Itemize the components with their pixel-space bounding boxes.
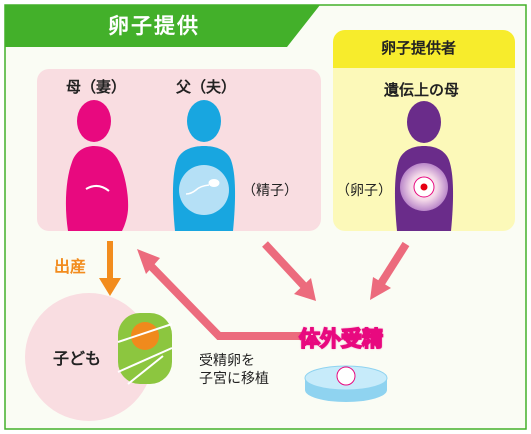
egg-arrowhead xyxy=(370,277,391,300)
sperm-label: （精子） xyxy=(242,183,298,199)
donor-header: 卵子提供者 xyxy=(381,39,457,57)
mother-figure xyxy=(65,100,129,231)
birth-arrow xyxy=(99,241,121,296)
transfer-line2: 子宮に移植 xyxy=(199,371,269,387)
sperm-arrow xyxy=(262,241,307,289)
ivf-label: 体外受精 xyxy=(298,326,384,352)
sperm-icon xyxy=(208,179,220,187)
transfer-line1: 受精卵を xyxy=(199,353,255,369)
father-label: 父（夫） xyxy=(176,78,237,96)
egg-label: （卵子） xyxy=(336,183,392,199)
donor-label: 遺伝上の母 xyxy=(384,81,460,99)
transfer-arrowhead xyxy=(137,249,160,274)
transfer-arrow xyxy=(143,258,306,340)
father-figure xyxy=(172,100,236,231)
belly-line xyxy=(85,185,110,192)
mother-label: 母（妻） xyxy=(66,78,127,96)
baby-icon xyxy=(117,313,173,385)
child-label: 子ども xyxy=(53,349,102,368)
egg-arrow xyxy=(376,241,410,288)
petri-dish-icon xyxy=(304,365,388,402)
title-banner xyxy=(5,5,320,47)
donor-figure xyxy=(394,101,454,231)
sperm-arrowhead xyxy=(294,278,316,301)
title: 卵子提供 xyxy=(108,14,200,38)
donor-header-bg xyxy=(333,30,515,68)
birth-label: 出産 xyxy=(54,257,87,276)
